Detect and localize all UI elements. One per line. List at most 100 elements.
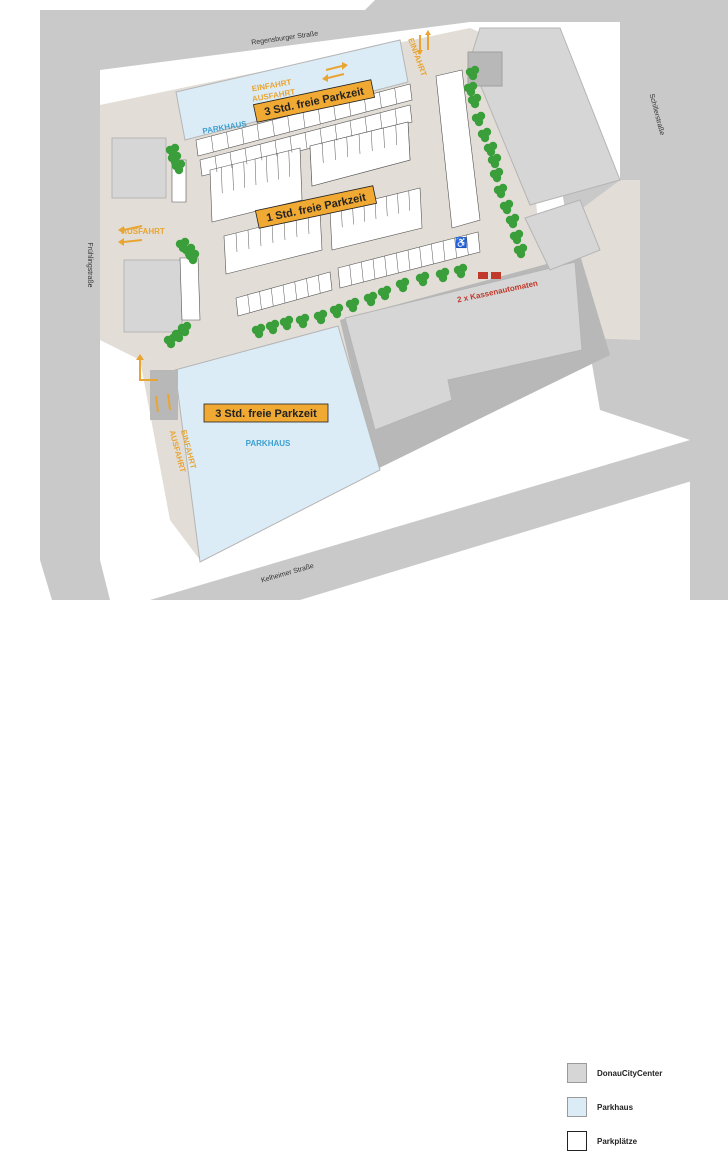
stall-divider — [318, 275, 321, 294]
stall-divider — [364, 116, 368, 133]
stall-divider — [349, 120, 353, 137]
tree-icon — [516, 249, 526, 259]
stall-divider — [259, 144, 263, 161]
stall-divider — [211, 135, 214, 153]
stall-divider — [221, 167, 223, 194]
stall-divider — [274, 140, 278, 157]
stall-divider — [232, 164, 234, 191]
parkhaus-south-ramp — [150, 370, 178, 420]
legend-item-parkplaetze: Parkplätze — [567, 1130, 717, 1152]
stall-divider — [256, 123, 260, 141]
stall-divider — [271, 223, 274, 244]
road-north — [40, 0, 728, 70]
tree-icon — [486, 147, 496, 157]
road-south — [150, 430, 728, 600]
stall-divider — [371, 130, 373, 152]
kassenautomat-1 — [478, 272, 488, 279]
wheelchair-icon: ♿ — [455, 236, 467, 249]
tree-icon — [282, 321, 292, 331]
label-ausfahrt-west: AUSFAHRT — [121, 227, 165, 236]
stall-divider — [442, 240, 446, 262]
badge-3h-south: 3 Std. freie Parkzeit — [203, 403, 329, 423]
kassenautomat-2 — [491, 272, 501, 279]
stall-divider — [394, 87, 397, 105]
stall-divider — [289, 136, 293, 153]
tree-icon — [490, 159, 500, 169]
tree-icon — [166, 339, 176, 349]
stall-lines — [211, 87, 469, 313]
tree-icon — [496, 189, 506, 199]
stall-divider — [419, 246, 422, 268]
tree-icon — [366, 297, 376, 307]
arrow-head-icon — [425, 30, 431, 35]
tree-icon — [380, 291, 390, 301]
stall-divider — [386, 196, 388, 217]
stall-divider — [318, 107, 321, 125]
tree-icon — [418, 277, 428, 287]
stall-divider — [259, 291, 262, 310]
stall-divider — [358, 133, 361, 155]
tree-rows — [163, 65, 528, 349]
stall-divider — [282, 284, 286, 304]
tree-icon — [316, 315, 326, 325]
legend-item-donaucitycenter: DonauCityCenter — [567, 1062, 717, 1084]
arrow-icon — [327, 73, 345, 79]
road-label-west: Frühlingstraße — [86, 242, 93, 287]
arrow-icon — [123, 225, 143, 231]
tree-icon — [456, 269, 466, 279]
legend-swatch — [567, 1063, 587, 1083]
stall-divider — [395, 124, 397, 146]
arrow-head-icon — [417, 50, 423, 55]
tree-icon — [332, 309, 342, 319]
legend-item-parkhaus: Parkhaus — [567, 1096, 717, 1118]
label-parkhaus-south: PARKHAUS — [246, 439, 291, 448]
stall-divider — [333, 103, 336, 121]
tree-icon — [480, 133, 490, 143]
road-west — [40, 10, 110, 600]
tree-icon — [502, 205, 512, 215]
stall-divider — [214, 156, 218, 173]
stall-divider — [334, 139, 336, 161]
stall-divider — [302, 111, 306, 129]
stall-divider — [407, 249, 411, 271]
stall-divider — [408, 190, 410, 211]
arrow-head-icon — [322, 74, 328, 82]
arrow-head-icon — [118, 226, 124, 234]
stall-divider — [346, 136, 348, 158]
tree-icon — [254, 329, 264, 339]
parking-map: ♿ 3 Std. freie Parkzeit 1 Std. freie Par… — [40, 0, 728, 1151]
stall-divider — [243, 161, 245, 188]
stall-divider — [384, 255, 387, 277]
stall-divider — [454, 237, 457, 259]
tree-icon — [438, 273, 448, 283]
legend-label: Parkhaus — [597, 1102, 634, 1112]
tree-icon — [268, 325, 278, 335]
stall-divider — [379, 112, 383, 129]
stall-divider — [226, 131, 229, 149]
tree-icon — [188, 255, 198, 265]
stall-divider — [277, 153, 279, 180]
stall-divider — [431, 243, 434, 265]
stall-divider — [397, 193, 399, 214]
stall-divider — [235, 232, 238, 253]
map-canvas: ♿ 3 Std. freie Parkzeit 1 Std. freie Par… — [40, 0, 728, 600]
tree-icon — [474, 117, 484, 127]
stall-divider — [272, 119, 275, 137]
tree-icon — [348, 303, 358, 313]
stall-divider — [271, 288, 274, 307]
tree-icon — [298, 319, 308, 329]
legend-swatch — [567, 1097, 587, 1117]
arrow-head-icon — [118, 238, 124, 246]
stall-divider — [294, 281, 297, 300]
tree-icon — [398, 283, 408, 293]
tree-icon — [174, 333, 184, 343]
arrow-icon — [167, 393, 171, 411]
arrow-head-icon — [136, 354, 144, 360]
legend-swatch — [567, 1131, 587, 1151]
stall-divider — [287, 115, 290, 133]
donaucitycenter-main-light — [344, 261, 583, 431]
arrow-icon — [325, 65, 343, 71]
stall-divider — [247, 229, 250, 250]
stall-divider — [306, 278, 309, 297]
building-w — [123, 259, 183, 333]
